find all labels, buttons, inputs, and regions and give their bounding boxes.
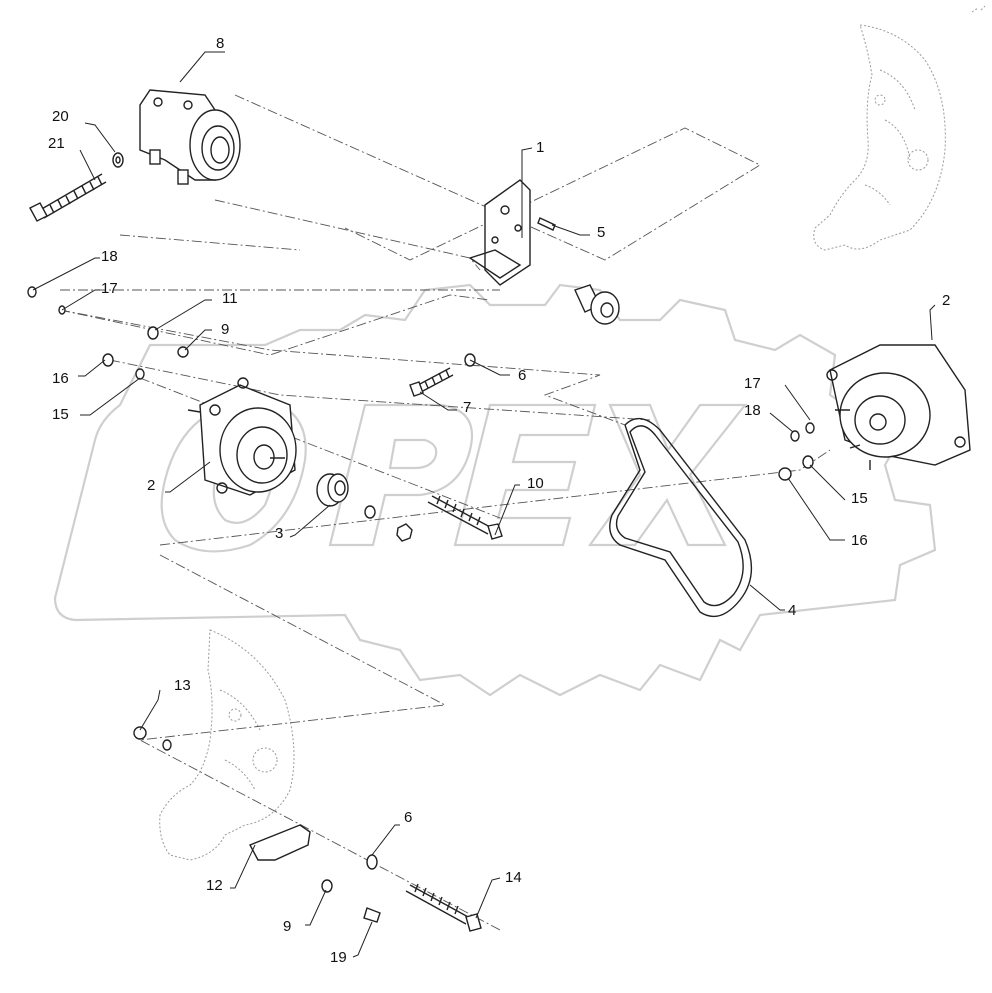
bolt-part-19: [363, 907, 381, 923]
callout-3: 3: [275, 525, 283, 542]
bolt-part-14: [405, 883, 482, 932]
callout-12: 12: [206, 877, 223, 894]
nut-part-18-left: [27, 286, 37, 298]
callout-14: 14: [505, 869, 522, 886]
nut-part-18-right: [790, 430, 800, 442]
callout-6-bottom: 6: [404, 809, 412, 826]
washer-nut-set: [364, 505, 413, 542]
idler-pulley: [574, 284, 620, 325]
nut-part-13: [133, 726, 147, 740]
hardware-bottom: [133, 726, 482, 932]
washer-part-20: [112, 152, 124, 168]
washer-part-15-left: [135, 368, 145, 380]
callout-9-top: 9: [221, 321, 229, 338]
hardware-right: [778, 422, 815, 481]
washer-part-13b: [162, 739, 172, 751]
watermark-logo: [53, 283, 937, 697]
callout-16-left: 16: [52, 370, 69, 387]
engine-block-ghost-top: [813, 24, 946, 251]
washer-part-9-bottom: [321, 879, 333, 893]
callout-19: 19: [330, 949, 347, 966]
washer-part-6-bottom: [366, 854, 378, 870]
compressor-part-8: [139, 89, 241, 185]
assembly-centerlines: [59, 94, 831, 931]
callout-9-bottom: 9: [283, 918, 291, 935]
bracket-part-1: [468, 179, 531, 286]
callout-18-right: 18: [744, 402, 761, 419]
engine-block-ghost-bottom: [159, 629, 295, 861]
corner-mark: [971, 5, 986, 13]
callout-13: 13: [174, 677, 191, 694]
nut-part-16-left: [102, 353, 114, 367]
callout-2-right: 2: [942, 292, 950, 309]
callout-15-left: 15: [52, 406, 69, 423]
callout-15-right: 15: [851, 490, 868, 507]
callout-6-top: 6: [518, 367, 526, 384]
alternator-right-part-2: [826, 344, 971, 470]
callout-8: 8: [216, 35, 224, 52]
hardware-left: [27, 286, 189, 380]
clamp-part-12: [249, 824, 311, 861]
alternator-left-part-2: [187, 377, 297, 496]
leader-lines: [32, 51, 936, 958]
callout-5: 5: [597, 224, 605, 241]
callout-11: 11: [222, 290, 238, 307]
washer-part-17-right: [805, 422, 815, 434]
bolt-part-7: [409, 367, 454, 397]
callout-17-right: 17: [744, 375, 761, 392]
callout-20: 20: [52, 108, 69, 125]
nut-part-16-right: [778, 467, 792, 481]
callout-21: 21: [48, 135, 65, 152]
belt-part-4: [609, 417, 753, 618]
callout-18-left: 18: [101, 248, 118, 265]
callout-16-right: 16: [851, 532, 868, 549]
callout-2-left: 2: [147, 477, 155, 494]
callout-7: 7: [463, 399, 471, 416]
callout-17-left: 17: [101, 280, 118, 297]
watermark-gear-outline: [53, 283, 937, 697]
callout-10: 10: [527, 475, 544, 492]
callout-1: 1: [536, 139, 544, 156]
callout-4: 4: [788, 602, 796, 619]
bolt-part-10: [427, 495, 503, 540]
pin-part-5: [537, 217, 556, 231]
bolt-part-21: [29, 173, 107, 222]
callout-labels: 1 2 2 3 4 5 6 6 7 8 9 9 10 11 12 13 14 1…: [48, 35, 950, 966]
spacer-part-3: [316, 473, 349, 507]
